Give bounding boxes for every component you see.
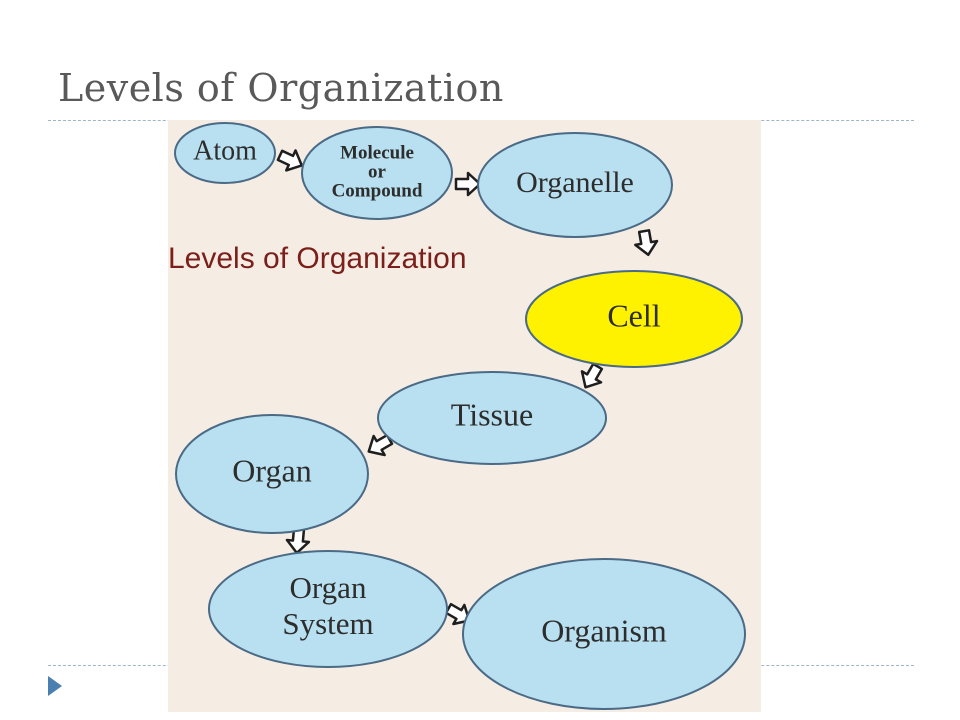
node-tissue: Tissue [377,371,607,465]
arrow-atom-to-molecule-icon [276,149,304,172]
arrow-cell-to-tissue-icon [580,362,604,389]
diagram-canvas: Levels of Organization Atom MoleculeorCom… [168,122,746,710]
arrow-organelle-to-cell-icon [634,229,659,257]
node-organism-shape [462,558,746,710]
node-organ-shape [175,414,369,534]
node-organ-system-label-0: Organ [290,570,367,605]
node-organ: Organ [175,414,369,534]
node-organ-system-label-1: System [282,606,373,641]
slide-title: Levels of Organization [58,66,504,110]
bullet-triangle-icon [48,676,62,696]
node-molecule-shape [301,126,453,220]
node-organ-system-shape [208,550,448,668]
diagram-inner-title: Levels of Organization [168,242,467,275]
node-atom-label-0: Atom [193,135,257,166]
node-tissue-label-0: Tissue [451,396,533,432]
node-organelle-label-0: Organelle [516,166,634,199]
node-organ-label-0: Organ [232,452,311,488]
node-molecule-label-0: Molecule [340,142,414,163]
node-molecule-label-2: Compound [332,180,423,201]
node-organelle-shape [477,132,673,238]
node-cell-shape [525,270,743,368]
arrows-layer [276,149,659,626]
node-organelle: Organelle [477,132,673,238]
node-tissue-shape [377,371,607,465]
arrow-tissue-to-organ-icon [367,433,394,457]
node-cell: Cell [525,270,743,368]
node-atom: Atom [174,122,276,184]
node-cell-label-0: Cell [607,297,660,333]
arrow-organ-system-to-organism-icon [444,602,471,626]
arrow-molecule-to-organelle-icon [454,171,482,197]
node-molecule-label-1: or [368,161,387,182]
node-atom-shape [174,122,276,184]
node-organism-label-0: Organism [541,612,667,648]
node-organism: Organism [462,558,746,710]
